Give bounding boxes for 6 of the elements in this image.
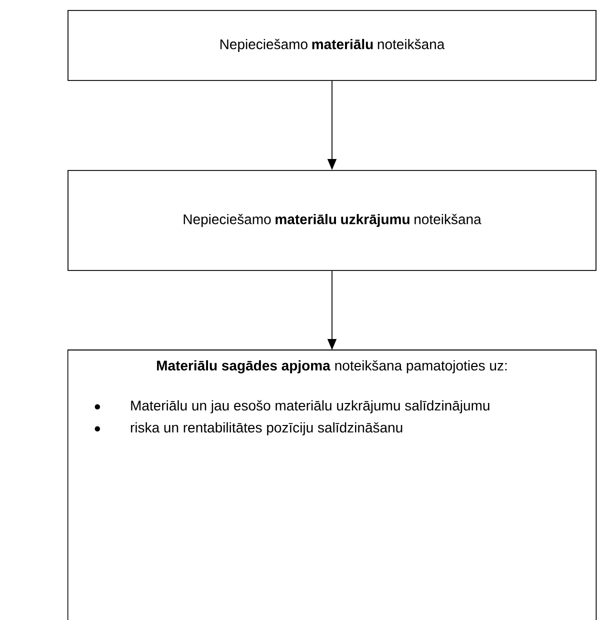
process-box: Nepieciešamo materiālu uzkrājumu noteikšana xyxy=(68,170,596,271)
process-box: Nepieciešamo materiālu noteikšana xyxy=(68,10,596,81)
node-label: riska un rentabilitātes pozīciju salīdzināšanu xyxy=(130,422,402,436)
node-label: Materiālu sagādes apjoma noteikšana pamatojoties uz: xyxy=(157,360,507,374)
process-box: Materiālu sagādes apjoma noteikšana pamatojoties uz: Materiālu un jau esošo materiālu uzkrājumu salīdzinājumu riska un rentabilitātes pozīciju salīdzināšanu xyxy=(67,350,597,620)
node-label: Materiālu un jau esošo materiālu uzkrājumu salīdzinājumu xyxy=(131,400,490,414)
